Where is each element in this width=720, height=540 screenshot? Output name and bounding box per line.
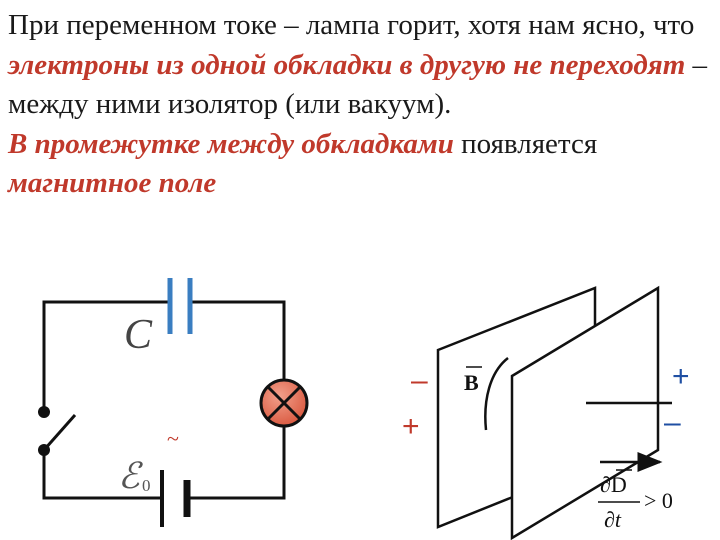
formula-relation: > 0 (644, 488, 673, 513)
wire-top-right (190, 300, 286, 380)
ac-symbol: ~ (167, 426, 179, 451)
text-part-3: появляется (453, 127, 598, 160)
highlight-gap: В промежутке между обкладками (8, 127, 454, 160)
b-label: B (464, 370, 479, 395)
formula-numerator: ∂D (600, 472, 627, 497)
ac-source (160, 470, 191, 527)
wire-top-left (42, 300, 170, 412)
left-plate-minus: – (411, 364, 428, 397)
switch-contact-bottom (38, 444, 50, 456)
right-plate-minus: – (664, 406, 681, 439)
magnetic-field-arc-front (484, 357, 509, 431)
highlight-magnetic-field: магнитное поле (8, 167, 217, 199)
left-plate-plus: + (402, 410, 420, 443)
capacitor-label: C (124, 312, 153, 358)
switch-contact-top (38, 406, 50, 418)
paragraph-1: При переменном токе – лампа горит, хотя … (8, 6, 720, 125)
lamp (259, 378, 309, 428)
plate-capacitor (436, 285, 672, 540)
capacitor (167, 278, 193, 334)
source-label: ℰ (118, 456, 143, 496)
text-part-2: – между ними изолятор (или вакуум). (8, 48, 708, 121)
right-plate (510, 285, 660, 540)
explanation-text: При переменном токе – лампа горит, хотя … (8, 6, 720, 204)
source-subscript: 0 (142, 476, 151, 495)
paragraph-2: В промежутке между обкладками появляется… (8, 125, 720, 204)
displacement-formula: ∂D ∂t > 0 (598, 469, 673, 532)
right-plate-plus: + (672, 360, 690, 393)
wire-right-bottom (187, 426, 286, 500)
ac-circuit (42, 300, 286, 500)
text-part-1: При переменном токе – лампа горит, хотя … (8, 9, 695, 41)
highlight-electrons: электроны из одной обкладки в другую не … (8, 48, 686, 81)
lamp-filament-2 (266, 385, 302, 421)
formula-denominator: ∂t (604, 507, 622, 532)
wire-bottom-left (42, 450, 162, 500)
switch-lever (42, 414, 77, 451)
